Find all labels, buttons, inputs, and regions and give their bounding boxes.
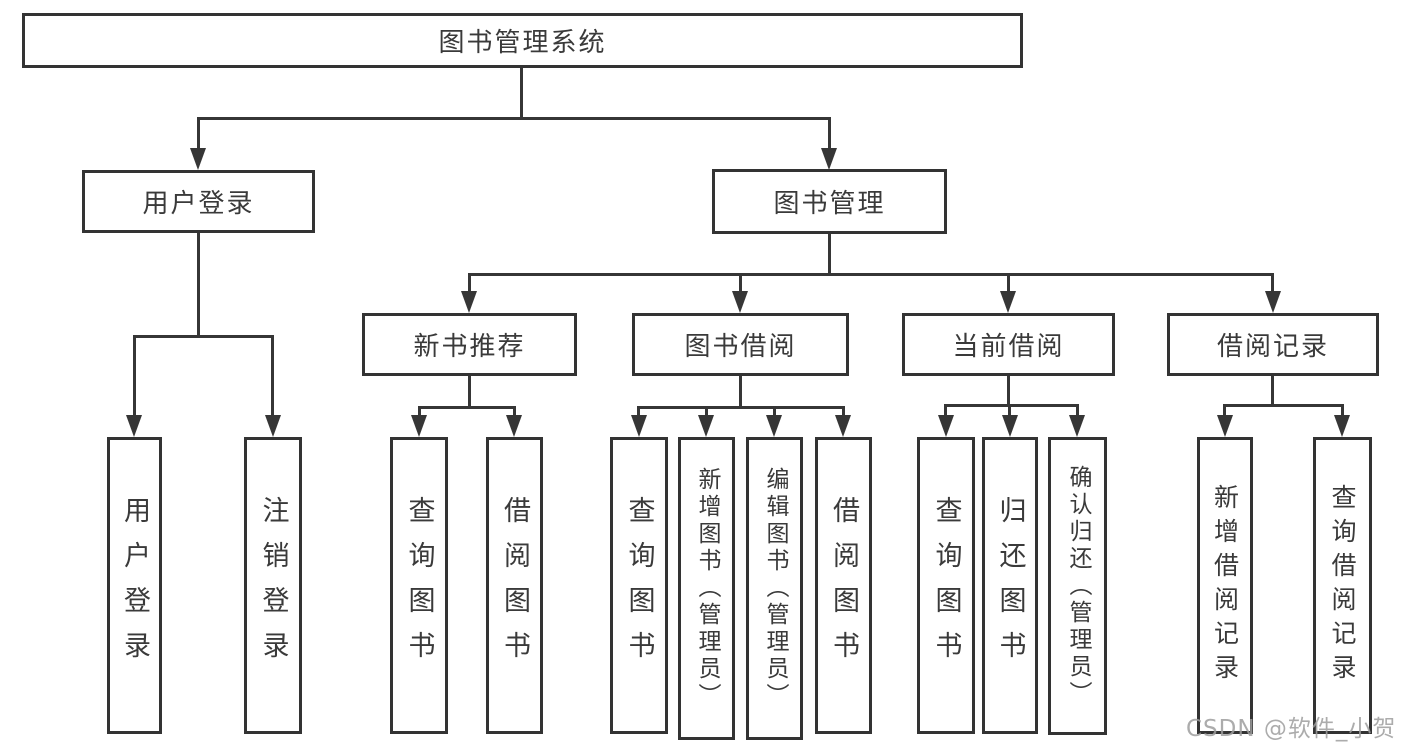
arrow-down-icon [126, 415, 142, 437]
connector-vline [739, 273, 742, 291]
connector-vline [1007, 376, 1010, 404]
connector-hline [468, 273, 1274, 276]
node-user-login: 用户登录 [82, 170, 315, 233]
arrow-down-icon [938, 415, 954, 437]
leaf-borrow-books-recommend: 借阅图书 [486, 437, 543, 734]
connector-vline [637, 406, 640, 417]
connector-vline [1341, 404, 1344, 417]
connector-vline [1076, 404, 1079, 417]
arrow-down-icon [461, 291, 477, 313]
connector-vline [705, 406, 708, 417]
arrow-down-icon [1334, 415, 1350, 437]
connector-hline [197, 117, 831, 120]
csdn-watermark: CSDN @软件_小贺同学 [1186, 716, 1397, 742]
leaf-query-books-borrow: 查询图书 [610, 437, 668, 734]
arrow-down-icon [1217, 415, 1233, 437]
node-library-system: 图书管理系统 [22, 13, 1023, 68]
arrow-down-icon [1000, 291, 1016, 313]
arrow-down-icon [265, 415, 281, 437]
node-book-borrowing: 图书借阅 [632, 313, 849, 376]
connector-vline [513, 406, 516, 417]
leaf-borrow-books-borrow: 借阅图书 [815, 437, 872, 734]
leaf-query-borrowing-record: 查询借阅记录 [1313, 437, 1372, 734]
arrow-down-icon [506, 415, 522, 437]
connector-hline [637, 406, 844, 409]
connector-hline [944, 404, 1078, 407]
connector-vline [468, 273, 471, 291]
leaf-logout-login: 注销登录 [244, 437, 302, 734]
connector-vline [842, 406, 845, 417]
connector-vline [739, 376, 742, 406]
connector-vline [197, 233, 200, 335]
node-new-book-recommendation: 新书推荐 [362, 313, 577, 376]
connector-vline [520, 68, 523, 117]
arrow-down-icon [821, 148, 837, 170]
leaf-query-books-recommend: 查询图书 [390, 437, 448, 734]
connector-vline [1008, 404, 1011, 417]
connector-vline [1223, 404, 1226, 417]
connector-vline [418, 406, 421, 417]
leaf-add-borrowing-record: 新增借阅记录 [1197, 437, 1253, 734]
leaf-return-books: 归还图书 [982, 437, 1038, 734]
arrow-down-icon [1002, 415, 1018, 437]
connector-vline [828, 117, 831, 150]
connector-hline [418, 406, 515, 409]
node-borrowing-records: 借阅记录 [1167, 313, 1379, 376]
arrow-down-icon [1265, 291, 1281, 313]
arrow-down-icon [835, 415, 851, 437]
connector-vline [828, 234, 831, 273]
connector-vline [1271, 273, 1274, 291]
leaf-user-login: 用户登录 [107, 437, 162, 734]
connector-hline [133, 335, 274, 338]
arrow-down-icon [698, 415, 714, 437]
leaf-confirm-return-admin: 确认归还（管理员） [1048, 437, 1107, 735]
connector-vline [133, 335, 136, 417]
leaf-add-book-admin: 新增图书（管理员） [678, 437, 735, 740]
arrow-down-icon [732, 291, 748, 313]
leaf-query-books-current: 查询图书 [917, 437, 975, 734]
node-book-management: 图书管理 [712, 169, 947, 234]
arrow-down-icon [1069, 415, 1085, 437]
connector-vline [773, 406, 776, 417]
connector-vline [271, 335, 274, 417]
connector-vline [197, 117, 200, 150]
node-current-borrowing: 当前借阅 [902, 313, 1115, 376]
arrow-down-icon [631, 415, 647, 437]
connector-vline [1271, 376, 1274, 404]
connector-hline [1223, 404, 1343, 407]
arrow-down-icon [766, 415, 782, 437]
arrow-down-icon [411, 415, 427, 437]
connector-vline [1007, 273, 1010, 291]
connector-vline [944, 404, 947, 417]
connector-vline [468, 376, 471, 406]
arrow-down-icon [190, 148, 206, 170]
leaf-edit-book-admin: 编辑图书（管理员） [746, 437, 803, 740]
